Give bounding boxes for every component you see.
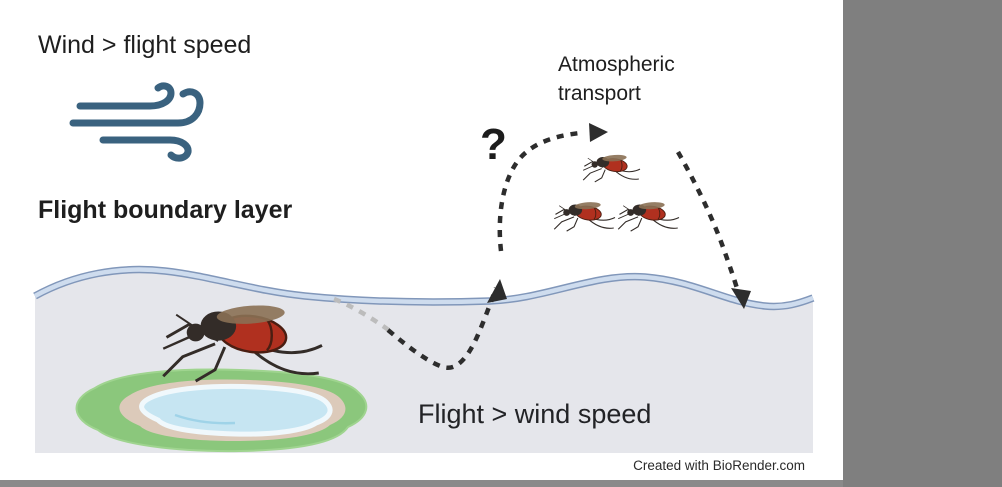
wind-speed-label: Wind > flight speed bbox=[38, 31, 252, 59]
descent-arrow bbox=[676, 150, 751, 309]
mosquito-small bbox=[582, 153, 641, 183]
mosquito-small bbox=[553, 200, 616, 232]
mosquito-swarm bbox=[553, 153, 680, 232]
mosquito-small bbox=[617, 200, 680, 232]
pond bbox=[75, 368, 368, 453]
atmospheric-transport-label: Atmospheric transport bbox=[558, 53, 675, 105]
flight-boundary-layer-label: Flight boundary layer bbox=[38, 196, 293, 224]
up-arrowhead bbox=[487, 279, 507, 303]
biorender-credit: Created with BioRender.com bbox=[633, 458, 805, 473]
right-arrowhead bbox=[589, 123, 608, 142]
flight-speed-label: Flight > wind speed bbox=[418, 399, 652, 429]
bottom-bar bbox=[0, 480, 1002, 487]
ascent-arrow bbox=[497, 123, 608, 252]
wind-icon bbox=[69, 82, 204, 162]
flight-boundary-line bbox=[33, 265, 815, 311]
pond-water bbox=[139, 383, 333, 437]
pond-ripple bbox=[174, 413, 236, 425]
sidebar-panel bbox=[843, 0, 1002, 487]
down-arrowhead bbox=[731, 288, 751, 309]
question-mark: ? bbox=[480, 120, 507, 169]
hop-arrow bbox=[333, 279, 507, 370]
